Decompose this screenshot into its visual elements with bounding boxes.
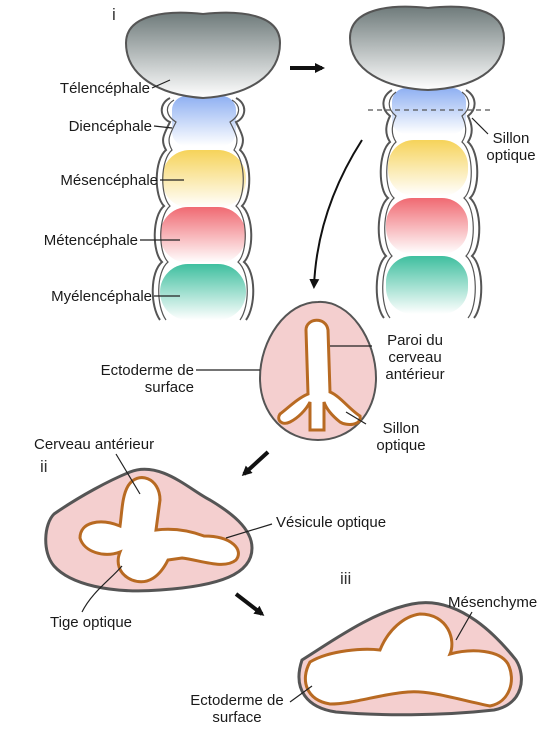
arrow-to-stage-iii xyxy=(236,594,262,614)
label-telencephale: Télencéphale xyxy=(60,80,150,97)
leader-diencephale xyxy=(154,126,172,128)
label-paroi-line1: Paroi du xyxy=(370,332,460,349)
metencephale-region-2 xyxy=(386,198,468,254)
label-metencephale: Métencéphale xyxy=(44,232,138,249)
label-ectoderme-line1: Ectoderme de xyxy=(101,362,194,379)
stage-ii-section xyxy=(46,469,252,591)
label-tige-optique: Tige optique xyxy=(50,614,132,631)
label-ectoderme-line2: surface xyxy=(101,379,194,396)
label-ectoderme2-line1: Ectoderme de xyxy=(172,692,302,709)
panel-marker-i: i xyxy=(112,6,116,23)
label-sillon-optique: Sillon optique xyxy=(476,130,546,164)
label-sillon2-line2: optique xyxy=(366,437,436,454)
label-paroi-line3: antérieur xyxy=(370,366,460,383)
label-vesicule-optique: Vésicule optique xyxy=(276,514,386,531)
label-ectoderme-surface: Ectoderme de surface xyxy=(101,362,194,396)
label-sillon-optique-line1: Sillon xyxy=(476,130,546,147)
metencephale-region-1 xyxy=(160,207,246,263)
arrow-to-stage-ii xyxy=(244,452,268,474)
label-mesencephale: Mésencéphale xyxy=(60,172,158,189)
label-diencephale: Diencéphale xyxy=(69,118,152,135)
myelencephale-region-1 xyxy=(160,264,246,320)
label-cerveau-anterieur: Cerveau antérieur xyxy=(34,436,154,453)
stage-iii-section xyxy=(299,603,521,715)
label-paroi-line2: cerveau xyxy=(370,349,460,366)
label-sillon2-line1: Sillon xyxy=(366,420,436,437)
panel-marker-ii: ii xyxy=(40,458,48,475)
neural-tube-1 xyxy=(126,13,280,320)
label-paroi-cerveau: Paroi du cerveau antérieur xyxy=(370,332,460,383)
mesencephale-region-1 xyxy=(162,150,246,208)
myelencephale-region-2 xyxy=(386,256,468,314)
label-sillon-optique-line2: optique xyxy=(476,147,546,164)
mesencephale-region-2 xyxy=(388,140,468,196)
arrow-tube2-to-section xyxy=(314,140,362,286)
label-myelencephale: Myélencéphale xyxy=(51,288,152,305)
diencephale-region-1 xyxy=(172,96,236,146)
label-ectoderme2-line2: surface xyxy=(172,709,302,726)
panel-marker-iii: iii xyxy=(340,570,351,587)
telencephale-region-2 xyxy=(350,7,504,90)
diencephale-region-2 xyxy=(392,88,466,134)
label-sillon-optique-2: Sillon optique xyxy=(366,420,436,454)
label-mesenchyme: Mésenchyme xyxy=(448,594,537,611)
label-ectoderme-surface-2: Ectoderme de surface xyxy=(172,692,302,726)
